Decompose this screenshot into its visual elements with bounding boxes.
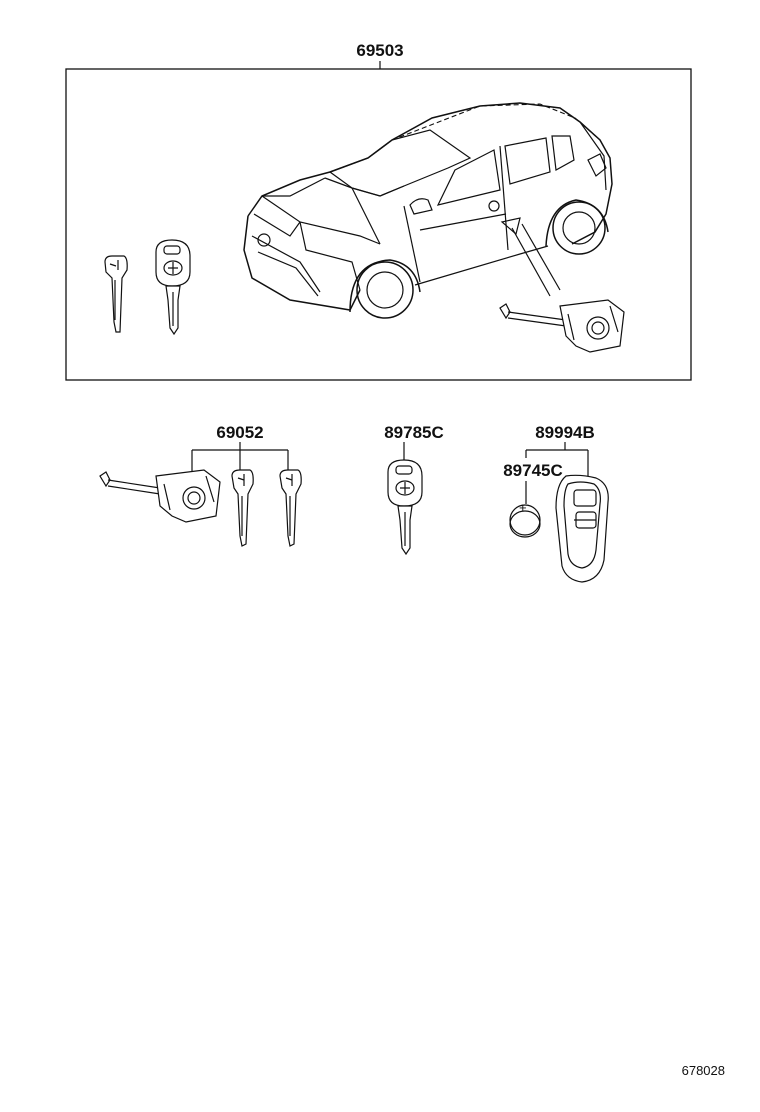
part-label-89994B[interactable]: 89994B [535,423,595,442]
remote-transmitter-icon [555,474,609,583]
transponder-key-icon [387,459,423,556]
lock-cylinder-icon [99,469,221,523]
part-label-89745C[interactable]: 89745C [503,461,563,480]
battery-icon: + [509,500,541,538]
svg-text:+: + [519,500,527,515]
transponder-key-icon [155,239,191,336]
kit-frame [65,68,692,381]
mechanical-key-icon [104,255,128,333]
mechanical-key-icon [231,469,254,547]
mechanical-key-icon [279,469,302,547]
arrow-indicator [500,217,561,297]
part-label-69503[interactable]: 69503 [356,41,403,60]
part-label-89785C[interactable]: 89785C [384,423,444,442]
car-illustration [243,102,613,319]
lock-cylinder-icon [499,299,625,353]
part-label-69052[interactable]: 69052 [216,423,263,442]
figure-number: 678028 [682,1063,725,1078]
